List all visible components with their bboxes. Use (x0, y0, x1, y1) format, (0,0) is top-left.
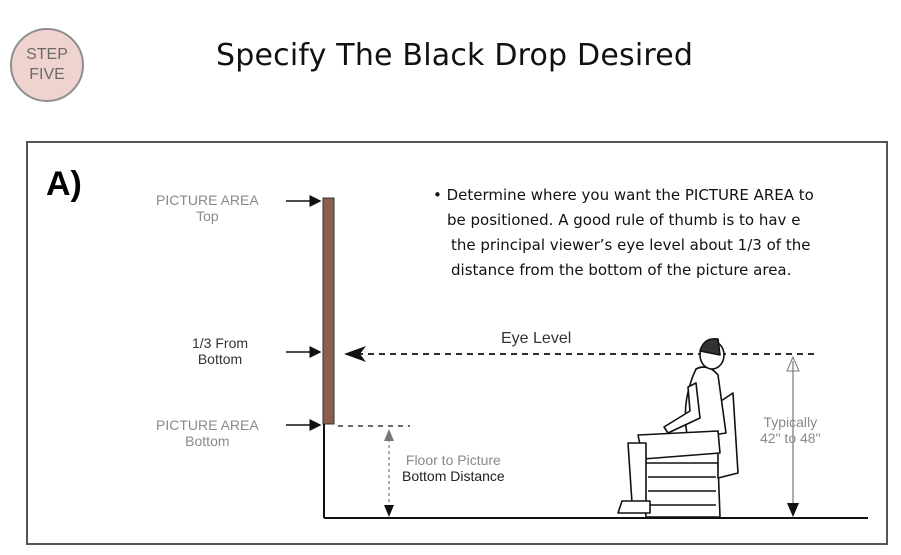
picture-bottom-label: PICTURE AREA Bottom (156, 417, 259, 449)
note-line-1: • Determine where you want the PICTURE A… (433, 186, 814, 204)
one-third-label-line1: 1/3 From (192, 335, 249, 351)
step-badge: STEP FIVE (10, 28, 84, 102)
typically-label: Typically 42" to 48" (760, 414, 821, 446)
floor-to-picture-label: Floor to Picture Bottom Distance (402, 452, 505, 484)
typically-arrowhead-bottom (787, 503, 799, 517)
floor-to-picture-label-line1: Floor to Picture (405, 452, 501, 468)
one-third-label: 1/3 From Bottom (192, 335, 248, 367)
eye-level-arrowhead (344, 346, 366, 362)
instruction-note: • Determine where you want the PICTURE A… (433, 183, 863, 283)
seated-viewer (617, 337, 739, 518)
floor-to-picture-label-line2: Bottom Distance (402, 468, 505, 484)
one-third-label-line2: Bottom (197, 351, 243, 367)
picture-top-label: PICTURE AREA Top (156, 192, 259, 224)
picture-area-bar (322, 197, 335, 425)
typically-label-line2: 42" to 48" (760, 430, 821, 446)
note-line-3: the principal viewer’s eye level about 1… (451, 236, 811, 254)
diagram-panel: A) PICTURE AREA Top 1/3 From Bottom PICT… (26, 141, 888, 545)
picture-bottom-label-line1: PICTURE AREA (156, 417, 259, 433)
page-title: Specify The Black Drop Desired (216, 38, 694, 73)
floor-to-picture-arrowhead-top (384, 429, 394, 441)
eye-level-label: Eye Level (501, 330, 572, 347)
floor-to-picture-arrowhead-bottom (384, 505, 394, 517)
panel-label: A) (46, 165, 82, 203)
note-line-4: distance from the bottom of the picture … (451, 261, 792, 279)
step-badge-line1: STEP (26, 46, 68, 63)
viewing-diagram (286, 195, 868, 519)
picture-top-label-line2: Top (196, 208, 219, 224)
typically-label-line1: Typically (763, 414, 818, 430)
step-badge-line2: FIVE (29, 66, 65, 83)
picture-bottom-label-line2: Bottom (185, 433, 230, 449)
note-line-2: be positioned. A good rule of thumb is t… (447, 211, 801, 229)
picture-top-label-line1: PICTURE AREA (156, 192, 259, 208)
typically-arrowhead-top (786, 355, 800, 372)
